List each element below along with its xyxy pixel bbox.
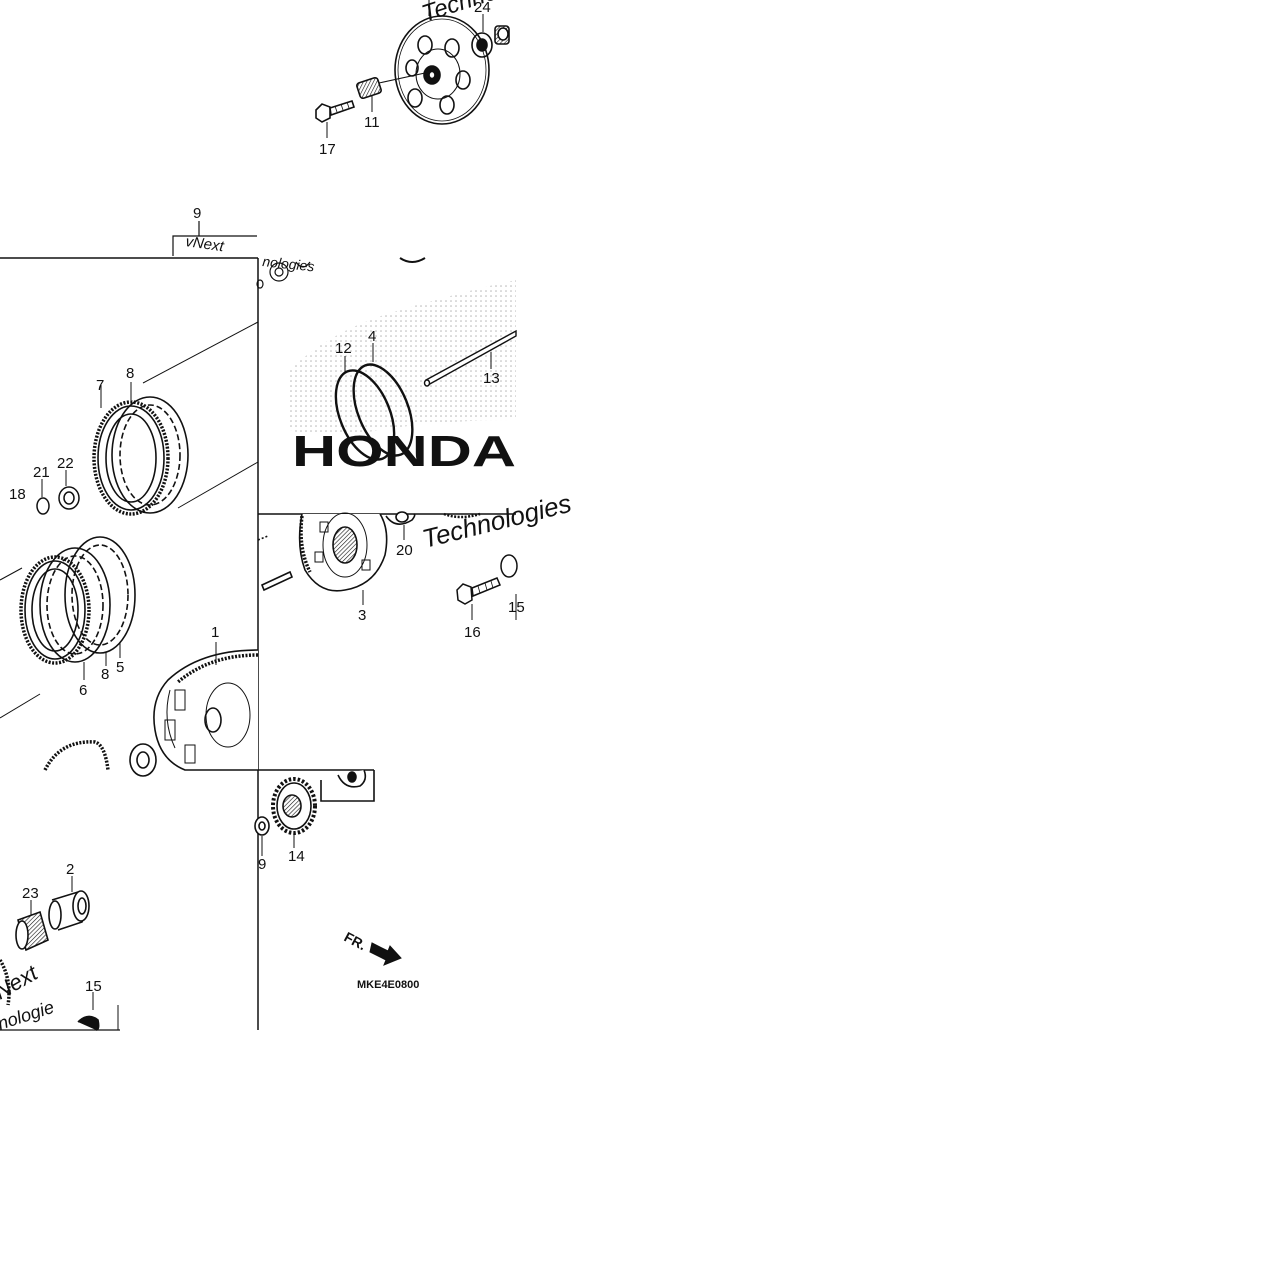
watermark-text: Next [0, 960, 42, 1005]
part-number-17: 17 [319, 141, 336, 158]
part-number-2: 2 [66, 861, 74, 878]
part-number-13: 13 [483, 370, 500, 387]
part-number-8: 8 [126, 365, 134, 382]
part-number-15: 15 [85, 978, 102, 995]
watermark-text: vNext [184, 233, 225, 255]
rings-12-4 [334, 343, 414, 461]
part-number-8-lower: 8 [101, 666, 109, 683]
front-arrow-icon [369, 942, 402, 966]
watermark-text: nologie [0, 997, 56, 1034]
part-number-21: 21 [33, 464, 50, 481]
part-number-3: 3 [358, 607, 366, 624]
part-number-7: 7 [96, 377, 104, 394]
part-number-20: 20 [396, 542, 413, 559]
watermark-text: nologies [262, 253, 316, 274]
bolt-16 [456, 554, 518, 620]
part-number-5: 5 [116, 659, 124, 676]
part-number-23: 23 [22, 885, 39, 902]
front-direction-indicator: FR. [342, 929, 402, 966]
part-number-24: 24 [474, 0, 491, 16]
part-number-4: 4 [368, 328, 376, 345]
fr-label: FR. [342, 929, 369, 954]
diagram-code: MKE4E0800 [357, 979, 419, 991]
watermarks: Techno vNext nologies Technologies Next … [0, 0, 574, 1034]
part-number-12: 12 [335, 340, 352, 357]
part-number-15-partial: 15 [508, 599, 525, 616]
center-hub-3 [257, 511, 516, 605]
bracket-9 [0, 221, 259, 1030]
honda-logo-background: HONDA [290, 280, 516, 476]
tile-top-right-remnants [256, 257, 426, 289]
clutch-outer-basket-1 [43, 642, 259, 777]
push-rod-13 [423, 329, 517, 387]
watermark-text: Technologies [419, 488, 574, 554]
gear-14 [254, 769, 375, 856]
part-number-6: 6 [79, 682, 87, 699]
bearing-collar-2-23 [0, 876, 120, 1031]
part-number-14: 14 [288, 848, 305, 865]
pressure-plate-group [315, 0, 510, 138]
part-number-16: 16 [464, 624, 481, 641]
part-number-9-partial: 9 [258, 856, 266, 873]
plates-5-6-8 [0, 536, 136, 719]
part-number-1: 1 [211, 624, 219, 641]
part-number-9: 9 [193, 205, 201, 222]
part-number-22: 22 [57, 455, 74, 472]
washers-18-21-22 [36, 470, 80, 515]
plates-7-8 [92, 321, 259, 516]
part-number-11: 11 [364, 114, 380, 131]
part-number-18: 18 [9, 486, 26, 503]
